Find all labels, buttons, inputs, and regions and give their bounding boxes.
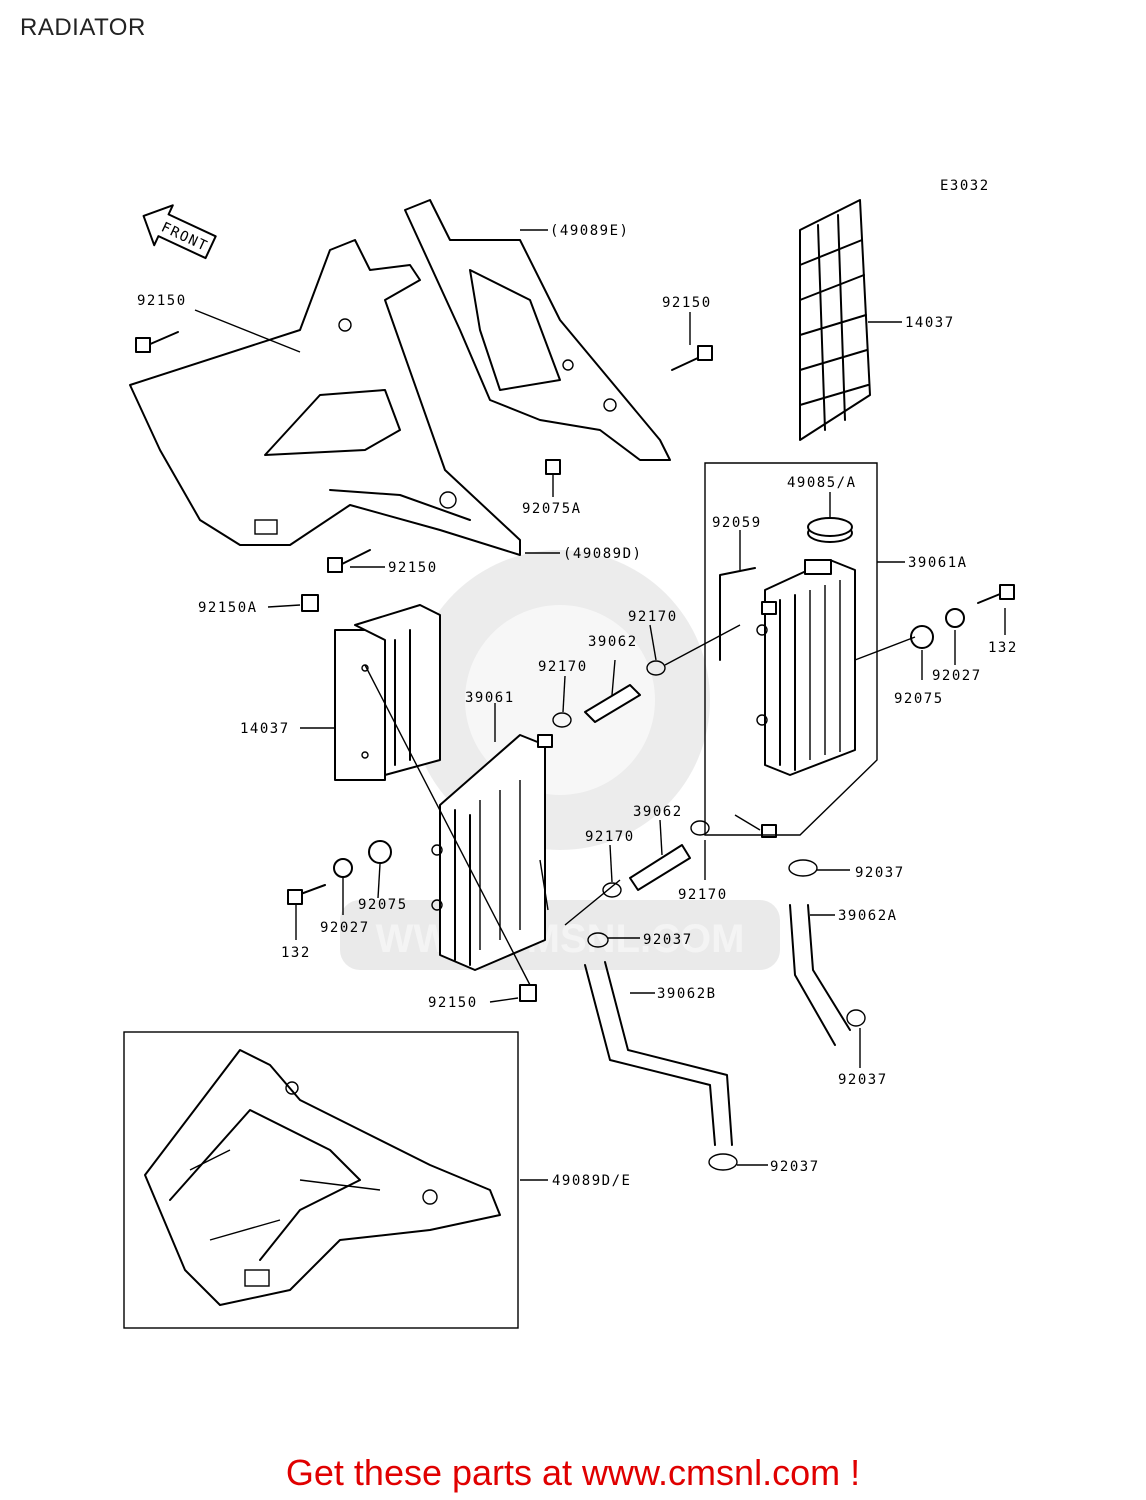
callout-49089D: (49089D) [563, 546, 642, 562]
callout-92037: 92037 [838, 1072, 888, 1088]
callout-92150A: 92150A [198, 600, 258, 616]
callout-92059: 92059 [712, 515, 762, 531]
hose-lower-39062 [629, 844, 691, 891]
front-arrow-icon: FRONT [142, 204, 217, 260]
callout-39062: 39062 [633, 804, 683, 820]
callout-92150: 92150 [662, 295, 712, 311]
diagram-code: E3032 [940, 178, 990, 194]
left-shroud [129, 239, 521, 556]
grommet-icons [333, 608, 965, 878]
callout-39061: 39061 [465, 690, 515, 706]
hose-upper-39062 [584, 684, 641, 723]
page-title: RADIATOR [20, 14, 146, 41]
callout-92037: 92037 [770, 1159, 820, 1175]
radiator-guard-right [799, 199, 871, 441]
callout-92170: 92170 [678, 887, 728, 903]
hose-39062A [789, 904, 851, 1046]
radiator-left [431, 734, 553, 971]
breather-tube [719, 567, 756, 661]
callout-92027: 92027 [932, 668, 982, 684]
callout-49089D-E: 49089D/E [552, 1173, 631, 1189]
callout-92027: 92027 [320, 920, 370, 936]
callout-39062A: 39062A [838, 908, 898, 924]
hose-39062B [584, 961, 733, 1146]
callout-132: 132 [988, 640, 1018, 656]
right-radiator-box [704, 462, 878, 836]
radiator-right [756, 559, 856, 838]
callout-92037: 92037 [855, 865, 905, 881]
callout-92170: 92170 [538, 659, 588, 675]
callout-39062B: 39062B [657, 986, 717, 1002]
watermark-text: WWW.CMSNL.COM [376, 917, 745, 961]
callout-92075: 92075 [894, 691, 944, 707]
callout-49085-A: 49085/A [787, 475, 857, 491]
callout-92150: 92150 [137, 293, 187, 309]
callout-labels: E3032 92150 (49089E) 92150 14037 92075A … [137, 178, 1018, 1189]
callout-14037: 14037 [240, 721, 290, 737]
callout-92150: 92150 [428, 995, 478, 1011]
callout-132: 132 [281, 945, 311, 961]
radiator-cap [807, 517, 853, 543]
callout-14037: 14037 [905, 315, 955, 331]
callout-39061A: 39061A [908, 555, 968, 571]
clamp-icons [552, 660, 866, 1171]
callout-92150: 92150 [388, 560, 438, 576]
callout-92170: 92170 [585, 829, 635, 845]
callout-49089E: (49089E) [550, 223, 629, 239]
radiator-guard-left [334, 604, 441, 781]
leader-lines [194, 229, 1006, 1181]
footer-banner[interactable]: Get these parts at www.cmsnl.com ! [285, 1452, 861, 1493]
bolt-icons [135, 331, 1015, 1002]
callout-92170: 92170 [628, 609, 678, 625]
callout-92075: 92075 [358, 897, 408, 913]
callout-39062: 39062 [588, 634, 638, 650]
inset-shroud-panel [123, 1031, 519, 1329]
right-shroud [404, 199, 671, 461]
callout-92075A: 92075A [522, 501, 582, 517]
callout-92037: 92037 [643, 932, 693, 948]
